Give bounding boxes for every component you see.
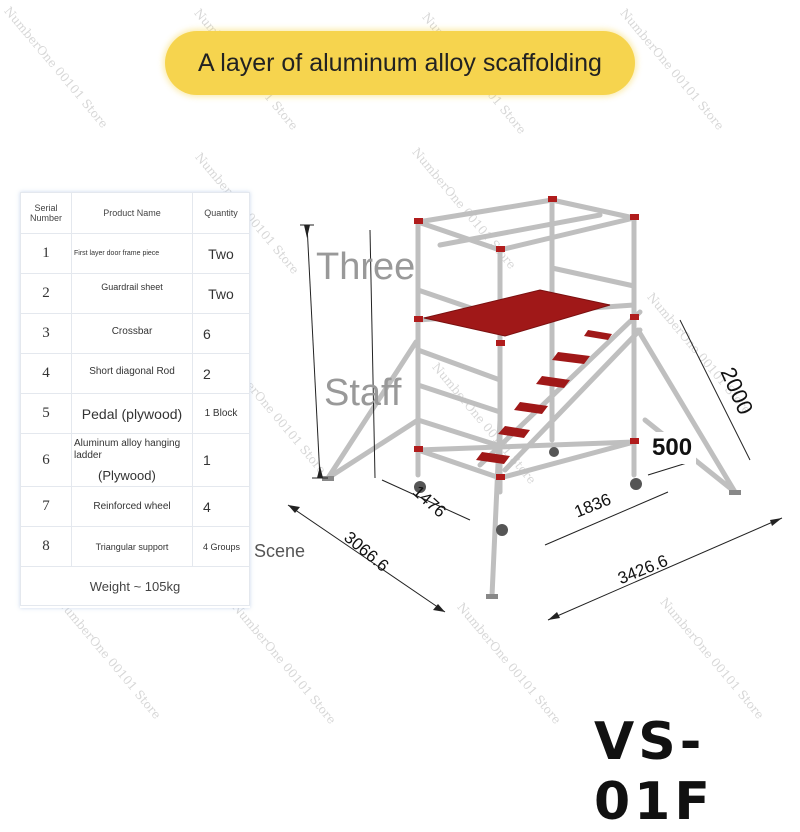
dimension-length-outer: 3426.6 bbox=[615, 550, 671, 589]
weight-label: Weight ~ 105kg bbox=[20, 566, 250, 606]
table-row: 1 First layer door frame piece Two bbox=[20, 233, 250, 274]
dimension-length-inner: 1836 bbox=[571, 489, 614, 522]
row-number: 7 bbox=[20, 486, 72, 527]
row-number: 2 bbox=[20, 273, 72, 314]
parts-table: Serial Number Product Name Quantity 1 Fi… bbox=[20, 192, 250, 608]
row-quantity: Two bbox=[192, 233, 250, 274]
row-number: 3 bbox=[20, 313, 72, 354]
row-quantity: 6 bbox=[192, 313, 250, 354]
watermark: NumberOne 00101 Store bbox=[229, 600, 339, 727]
table-row: 7 Reinforced wheel 4 bbox=[20, 486, 250, 527]
watermark: NumberOne 00101 Store bbox=[429, 360, 539, 487]
watermark: NumberOne 00101 Store bbox=[1, 4, 111, 131]
model-number: VS-01F bbox=[594, 712, 714, 832]
dimension-width-inner: 1476 bbox=[408, 481, 450, 522]
support-feet bbox=[322, 476, 741, 599]
row-number: 8 bbox=[20, 526, 72, 567]
row-quantity: 4 Groups bbox=[192, 526, 250, 567]
dimension-height: 2000 bbox=[715, 363, 759, 419]
table-row: 2 Guardrail sheet Two bbox=[20, 273, 250, 314]
watermark: NumberOne 00101 Store bbox=[409, 145, 519, 272]
watermark: NumberOne 00101 Store bbox=[54, 595, 164, 722]
row-quantity: 2 bbox=[192, 353, 250, 394]
row-name-sub: (Plywood) bbox=[98, 467, 156, 483]
frame-clamps bbox=[414, 196, 639, 480]
row-name: Short diagonal Rod bbox=[71, 353, 193, 394]
table-row: 3 Crossbar 6 bbox=[20, 313, 250, 354]
row-name: Guardrail sheet bbox=[71, 273, 193, 314]
row-number: 4 bbox=[20, 353, 72, 394]
table-row: 6 Aluminum alloy hanging ladder (Plywood… bbox=[20, 433, 250, 487]
row-number: 1 bbox=[20, 233, 72, 274]
row-name: First layer door frame piece bbox=[71, 233, 193, 274]
overlay-staff: Staff bbox=[324, 372, 402, 414]
platform-deck bbox=[423, 289, 611, 337]
dimension-platform: 500 bbox=[648, 432, 697, 464]
header-product: Product Name bbox=[71, 192, 193, 234]
table-header-row: Serial Number Product Name Quantity bbox=[20, 192, 250, 234]
row-name: Reinforced wheel bbox=[71, 486, 193, 527]
header-serial: Serial Number bbox=[20, 192, 72, 234]
row-name: Aluminum alloy hanging ladder bbox=[74, 437, 181, 461]
row-name: Crossbar bbox=[71, 313, 193, 354]
table-row: 5 Pedal (plywood) 1 Block bbox=[20, 393, 250, 434]
row-number: 6 bbox=[20, 433, 72, 487]
ladder-steps bbox=[476, 330, 612, 464]
header-quantity: Quantity bbox=[192, 192, 250, 234]
row-quantity: Two bbox=[192, 273, 250, 314]
table-row: 4 Short diagonal Rod 2 bbox=[20, 353, 250, 394]
overlay-scene: Scene bbox=[254, 541, 306, 561]
row-quantity: 4 bbox=[192, 486, 250, 527]
title-text: A layer of aluminum alloy scaffolding bbox=[198, 48, 602, 77]
overlay-three: Three bbox=[316, 246, 416, 288]
row-quantity: 1 Block bbox=[192, 393, 250, 434]
table-row: 8 Triangular support 4 Groups bbox=[20, 526, 250, 567]
table-footer-row: Weight ~ 105kg bbox=[20, 566, 250, 606]
row-name: Pedal (plywood) bbox=[71, 393, 193, 434]
watermark: NumberOne 00101 Store bbox=[454, 600, 564, 727]
row-name-cell: Aluminum alloy hanging ladder (Plywood) bbox=[71, 433, 193, 487]
dimension-width-outer: 3066.6 bbox=[340, 527, 393, 576]
title-banner: A layer of aluminum alloy scaffolding bbox=[165, 31, 635, 95]
row-quantity: 1 bbox=[192, 433, 250, 487]
row-number: 5 bbox=[20, 393, 72, 434]
row-name: Triangular support bbox=[71, 526, 193, 567]
watermark: NumberOne 00101 Store bbox=[657, 595, 767, 722]
